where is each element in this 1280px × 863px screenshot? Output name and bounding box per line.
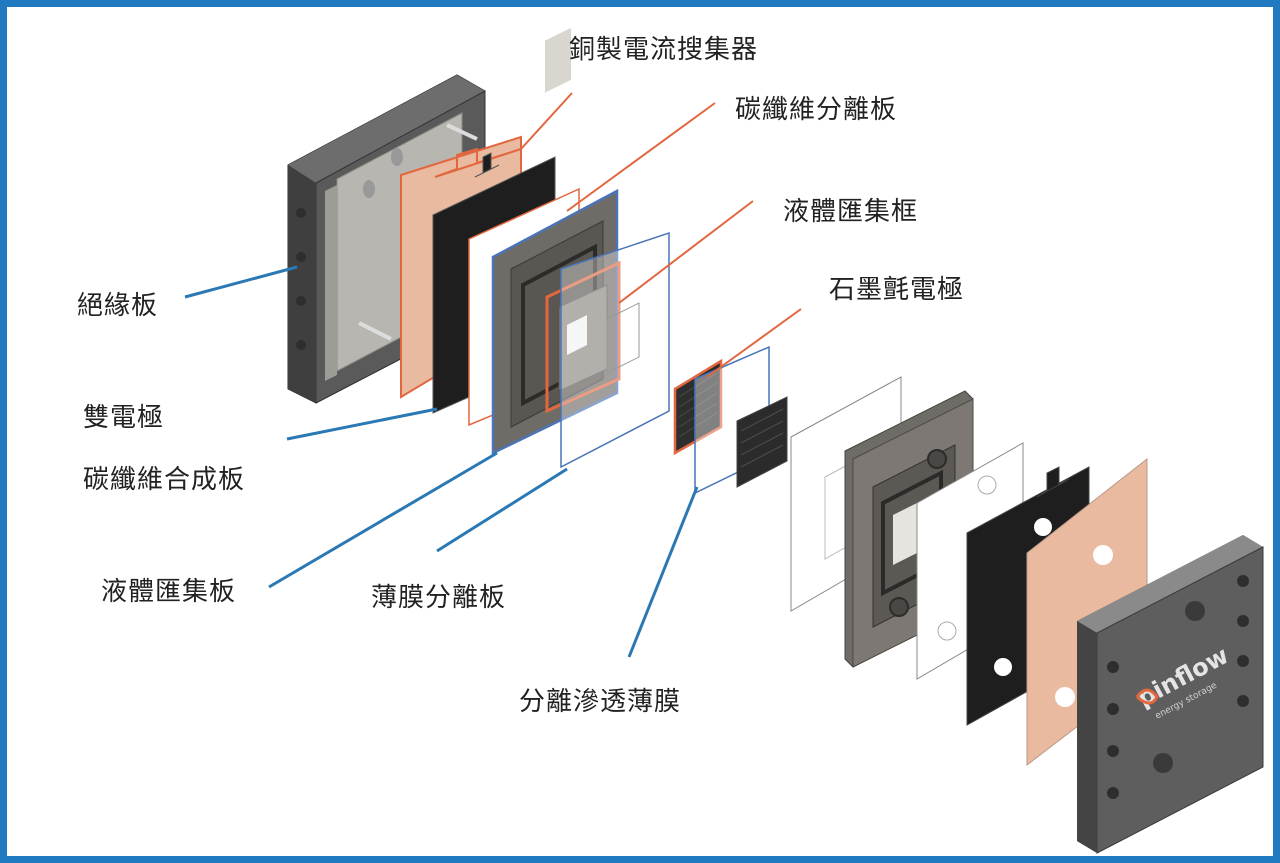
leader-liquid-frame [618,200,754,304]
bolt-hole-icon [296,208,306,350]
leader-lines-orange [520,92,802,378]
bolt-hole-icon [1107,575,1249,799]
label-liquid-frame: 液體匯集框 [783,197,919,227]
leader-insulation-plate [184,265,298,299]
graphite-felt-right [736,396,788,488]
right-insulation-plate: pinflow energy storage [1077,535,1264,854]
leader-liquid-collector-plate [268,451,498,589]
exploded-stack-illustration: pinflow energy storage [184,27,1264,854]
leader-copper-collector [520,92,573,150]
membrane-separator-plate [560,231,670,469]
leader-lines-blue [184,265,699,658]
leader-carbon-separator [566,102,716,212]
label-bipolar-plate: 雙電極 [83,403,165,433]
label-liquid-collector-plate: 液體匯集板 [101,577,237,607]
leader-bipolar-plate [286,407,438,441]
liquid-frame-left [545,260,621,414]
label-carbon-separator: 碳纖維分離板 [735,95,898,125]
label-membrane-separator-plate: 薄膜分離板 [371,583,507,613]
label-copper-collector: 銅製電流搜集器 [569,35,759,65]
leader-membrane-separator [436,467,568,553]
graphite-felt-left [673,358,723,456]
label-permeable-membrane: 分離滲透薄膜 [519,687,682,717]
label-graphite-felt: 石墨氈電極 [829,275,965,305]
leader-permeable-membrane [627,486,699,658]
label-insulation-plate: 絕緣板 [77,291,159,321]
label-carbon-composite-plate: 碳纖維合成板 [83,465,246,495]
leader-graphite-felt [706,308,802,378]
